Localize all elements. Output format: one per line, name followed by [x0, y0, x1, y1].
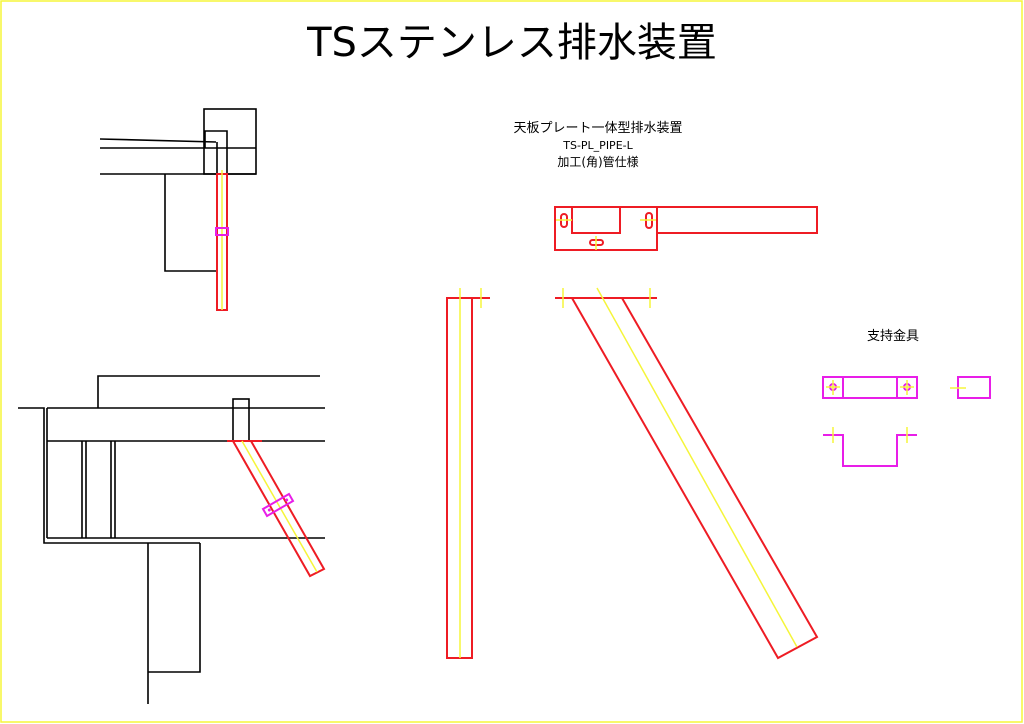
angled-pipe-part [555, 287, 819, 660]
plate-outline [554, 206, 818, 251]
support-label: 支持金具 [867, 328, 919, 344]
support-bracket [215, 227, 229, 236]
drawing-title: TSステンレス排水装置 [306, 20, 717, 66]
straight-pipe-part [446, 288, 490, 659]
outlet-box [232, 398, 250, 442]
product-model: TS-PL_PIPE-L [562, 139, 633, 152]
angled-section-view [18, 375, 326, 704]
cabinet-structure [18, 375, 325, 704]
pipe-centerline [596, 287, 798, 648]
angled-pipe [571, 297, 819, 660]
pipe-centerline [241, 440, 318, 573]
plate-plan-view [554, 206, 818, 251]
product-spec: 加工(角)管仕様 [557, 154, 638, 169]
vertical-section-view [99, 108, 257, 311]
support-bracket [261, 492, 295, 518]
counter-structure [99, 130, 256, 272]
bracket-profile [823, 434, 917, 467]
title-block: 天板プレート一体型排水装置 TS-PL_PIPE-L 加工(角)管仕様 [513, 121, 682, 169]
product-name: 天板プレート一体型排水装置 [513, 121, 682, 136]
support-bracket-detail: 支持金具 [822, 328, 991, 467]
hole-centerlines [556, 219, 656, 250]
bracket-plan [822, 376, 918, 399]
tick-marks [562, 288, 651, 308]
